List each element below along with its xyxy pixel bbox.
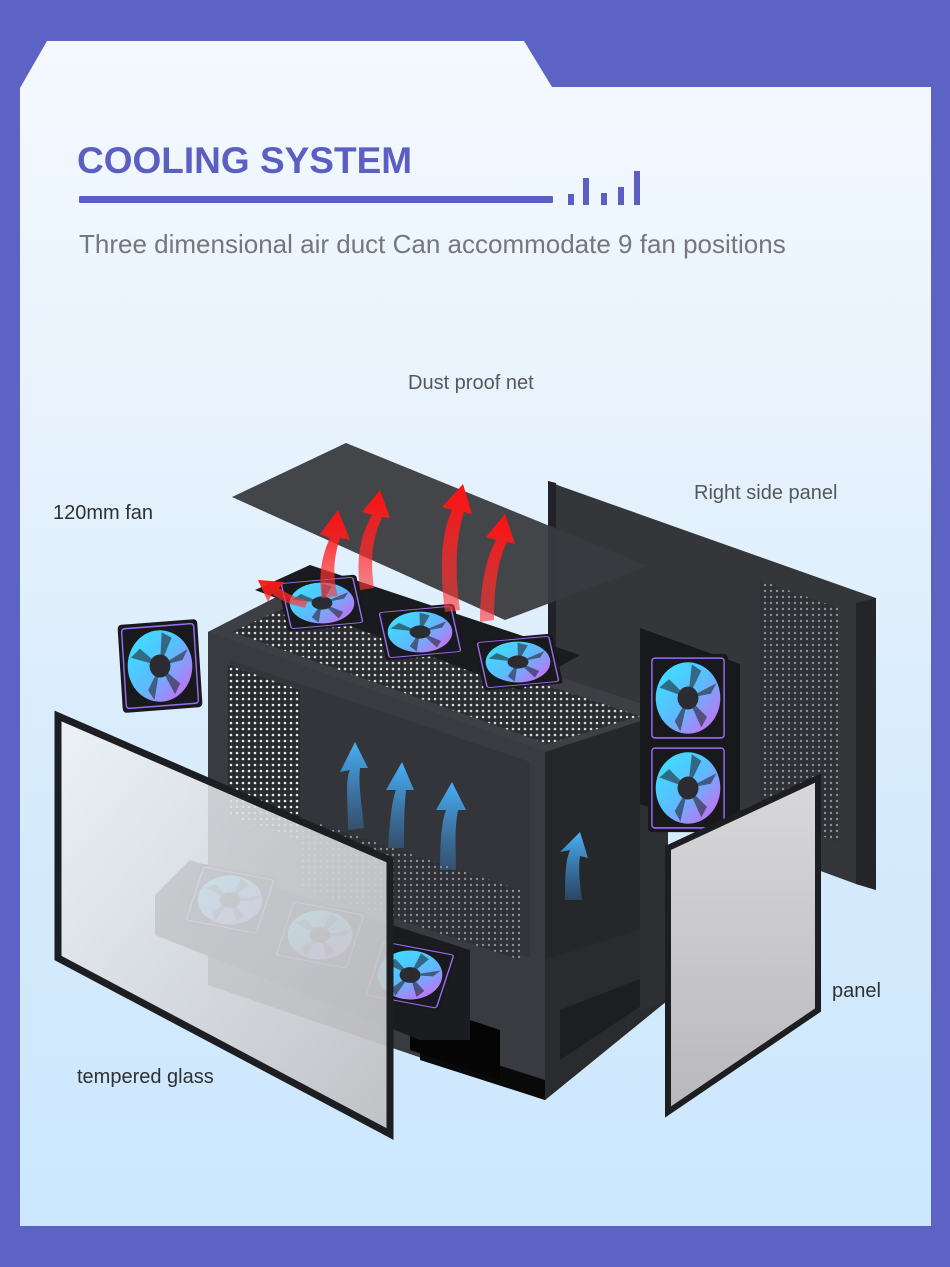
label-120mm-fan: 120mm fan: [53, 502, 154, 524]
fan-120mm: [116, 618, 204, 714]
top-fan-row: [255, 565, 580, 692]
label-tempered-glass: tempered glass: [77, 1066, 214, 1088]
tempered-glass-panel: [54, 710, 394, 1140]
intake-arrows: [340, 742, 588, 900]
title-underline: [79, 196, 553, 203]
dust-proof-net: [232, 443, 648, 620]
page-subtitle: Three dimensional air duct Can accommoda…: [79, 229, 786, 259]
side-fan-pair: [640, 628, 740, 840]
label-panel: panel: [832, 980, 881, 1002]
front-panel: [665, 773, 821, 1118]
signal-bars-icon: [568, 167, 648, 205]
exhaust-arrows: [258, 484, 515, 622]
page-title: COOLING SYSTEM: [77, 140, 413, 181]
label-right-side-panel: Right side panel: [694, 482, 838, 504]
label-dust-proof-net: Dust proof net: [408, 372, 534, 394]
